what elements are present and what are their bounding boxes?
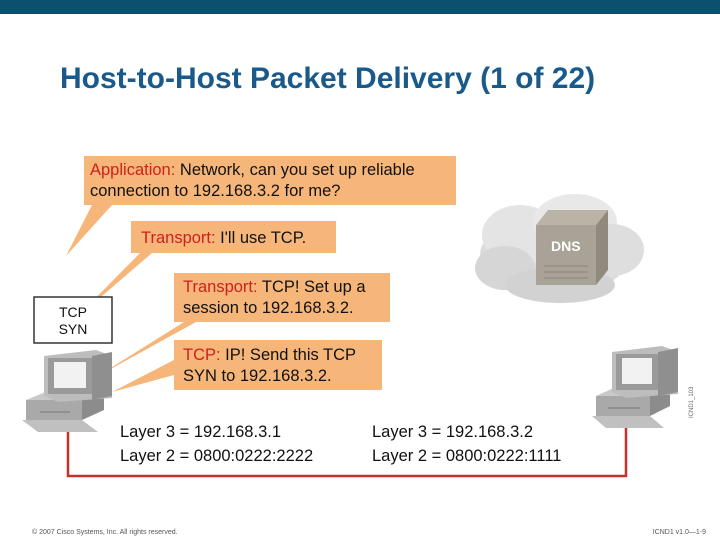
slide-title: Host-to-Host Packet Delivery (1 of 22)	[60, 62, 596, 95]
bubble-4-label: TCP:	[183, 346, 221, 364]
svg-text:TCP: IP! Send this TCP: TCP: IP! Send this TCP	[183, 346, 356, 364]
bubble-4-text: IP! Send this TCP	[221, 346, 356, 364]
left-host-layer3: Layer 3 = 192.168.3.1	[120, 423, 281, 441]
computer-icon	[592, 346, 678, 428]
bubble-1-text-line-2: connection to 192.168.3.2 for me?	[90, 182, 340, 200]
svg-text:Transport: TCP! Set up a: Transport: TCP! Set up a	[183, 278, 366, 296]
packet-line-1: TCP	[59, 304, 87, 320]
speech-bubble-transport-1: Transport: I'll use TCP.	[74, 221, 336, 320]
bubble-3-text-line-2: session to 192.168.3.2.	[183, 299, 354, 317]
dns-label: DNS	[551, 238, 581, 254]
top-bar	[0, 0, 720, 14]
bubble-2-text: I'll use TCP.	[216, 229, 307, 247]
right-host-layer2: Layer 2 = 0800:0222:1111	[372, 447, 561, 465]
svg-text:session to 192.168.3.2.: session to 192.168.3.2.	[183, 299, 354, 317]
course-code: ICND1 v1.0—1-9	[652, 529, 706, 536]
tcp-syn-packet: TCP SYN	[33, 296, 113, 344]
bubble-3-label: Transport:	[183, 278, 258, 296]
bubble-1-text: Network, can you set up reliable	[175, 161, 414, 179]
bubble-2-label: Transport:	[141, 229, 216, 247]
svg-text:Application: Network, can you: Application: Network, can you set up rel…	[90, 161, 415, 179]
copyright-text: © 2007 Cisco Systems, Inc. All rights re…	[32, 529, 178, 536]
svg-text:Transport: I'll use TCP.: Transport: I'll use TCP.	[141, 229, 306, 247]
figure-id: ICND1_103	[689, 386, 695, 418]
speech-bubble-application: Application: Network, can you set up rel…	[66, 156, 456, 256]
network-link	[66, 424, 628, 478]
computer-icon	[22, 350, 112, 432]
svg-text:connection to 192.168.3.2 for: connection to 192.168.3.2 for me?	[90, 182, 340, 200]
bubble-4-text-line-2: SYN to 192.168.3.2.	[183, 367, 332, 385]
speech-bubble-transport-2: Transport: TCP! Set up a session to 192.…	[98, 273, 390, 376]
server-icon	[536, 210, 608, 285]
bubble-3-text: TCP! Set up a	[258, 278, 367, 296]
speech-bubble-tcp: TCP: IP! Send this TCP SYN to 192.168.3.…	[112, 340, 382, 392]
left-host-layer2: Layer 2 = 0800:0222:2222	[120, 447, 313, 465]
svg-text:SYN to 192.168.3.2.: SYN to 192.168.3.2.	[183, 367, 332, 385]
bubble-1-label: Application:	[90, 161, 175, 179]
packet-line-2: SYN	[59, 321, 88, 337]
right-host-layer3: Layer 3 = 192.168.3.2	[372, 423, 533, 441]
